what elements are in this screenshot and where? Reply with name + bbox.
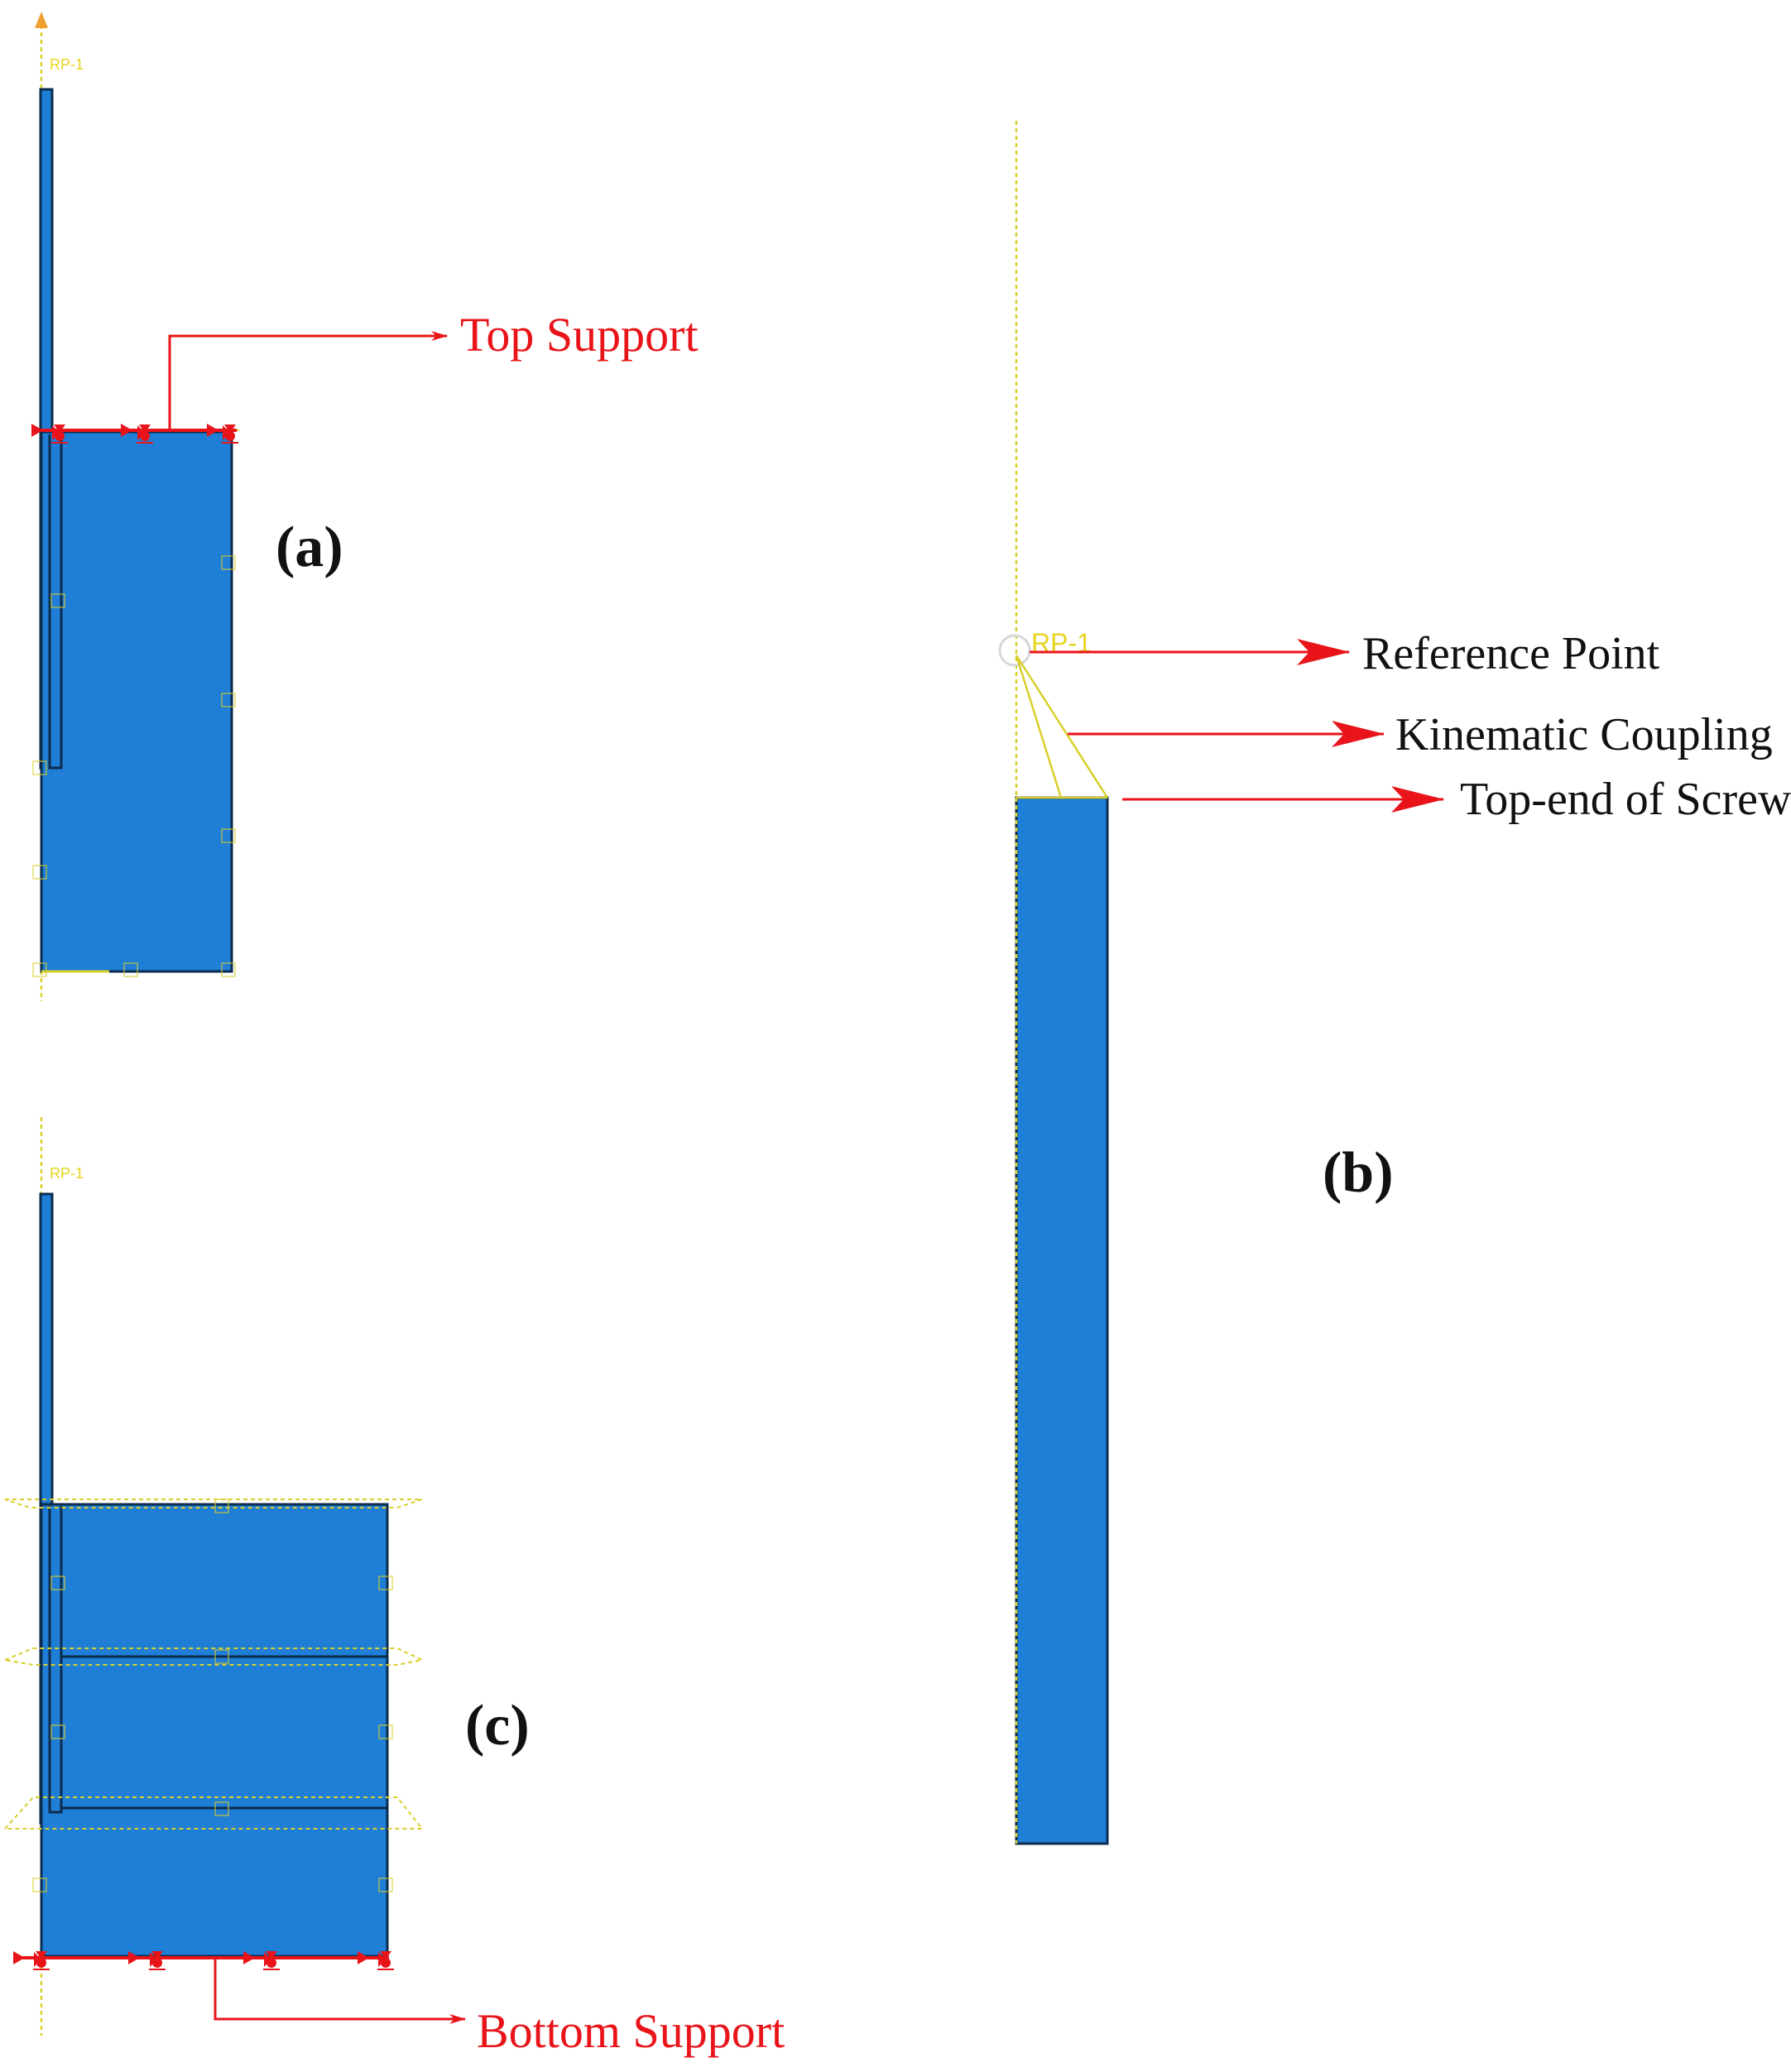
mesh-node xyxy=(50,1724,65,1739)
reference-point-label: Reference Point xyxy=(1362,628,1660,679)
mesh-node xyxy=(214,1649,229,1664)
panel-c: RP-1 Bottom Support (c) xyxy=(4,1117,785,2058)
top-support-leader xyxy=(168,331,448,430)
panel-b: RP-1 Reference Point Kinematic Coupling … xyxy=(998,121,1791,1845)
rp-label: RP-1 xyxy=(50,56,84,73)
top-end-label: Top-end of Screw xyxy=(1460,774,1791,825)
mesh-node xyxy=(221,693,236,707)
mesh-node xyxy=(50,1576,65,1590)
arrow-right-icon xyxy=(13,1951,25,1964)
panel-a: RP-1 Top Support (a) xyxy=(31,12,699,1001)
surface-ref xyxy=(4,1499,423,1508)
bottom-support-label: Bottom Support xyxy=(477,2004,785,2058)
reference-point-icon xyxy=(998,634,1031,667)
arrow-right-icon xyxy=(31,424,43,437)
mesh-node xyxy=(221,962,236,977)
mesh-node xyxy=(50,593,65,608)
mesh-node xyxy=(221,828,236,843)
layer-ref xyxy=(4,1796,425,1830)
panel-a-label: (a) xyxy=(276,516,343,579)
soil-block xyxy=(40,1503,389,1958)
rp-label: RP-1 xyxy=(1031,628,1092,658)
bottom-support-leader xyxy=(214,1958,466,2024)
mesh-node xyxy=(32,962,47,977)
panel-c-label: (c) xyxy=(465,1694,530,1758)
kinematic-coupling-label: Kinematic Coupling xyxy=(1395,709,1773,760)
arrow-right-icon xyxy=(121,424,132,437)
rp-label: RP-1 xyxy=(50,1165,84,1182)
panel-b-label: (b) xyxy=(1323,1141,1394,1205)
axis-arrow-icon xyxy=(35,12,48,28)
mesh-node xyxy=(221,555,236,570)
embedded-screw-outline xyxy=(48,434,63,770)
mesh-node xyxy=(378,1576,393,1590)
mesh-node xyxy=(214,1499,229,1513)
embedded-screw-outline xyxy=(48,1506,63,1814)
mesh-node xyxy=(32,1878,47,1892)
mesh-node xyxy=(32,760,47,775)
arrow-right-icon xyxy=(207,424,218,437)
layer-ref xyxy=(4,1648,425,1666)
mesh-node xyxy=(32,865,47,880)
mesh-node xyxy=(123,962,138,977)
soil-block xyxy=(40,430,233,973)
mesh-node xyxy=(378,1724,393,1739)
arrow-right-icon xyxy=(243,1951,255,1964)
screw-body xyxy=(1015,796,1109,1845)
arrow-right-icon xyxy=(358,1951,369,1964)
arrow-right-icon xyxy=(128,1951,140,1964)
coupling-line xyxy=(1015,655,1063,799)
coupling-line xyxy=(1015,655,1109,799)
mesh-node xyxy=(214,1801,229,1816)
mesh-node xyxy=(378,1878,393,1892)
top-support-label: Top Support xyxy=(460,308,699,362)
